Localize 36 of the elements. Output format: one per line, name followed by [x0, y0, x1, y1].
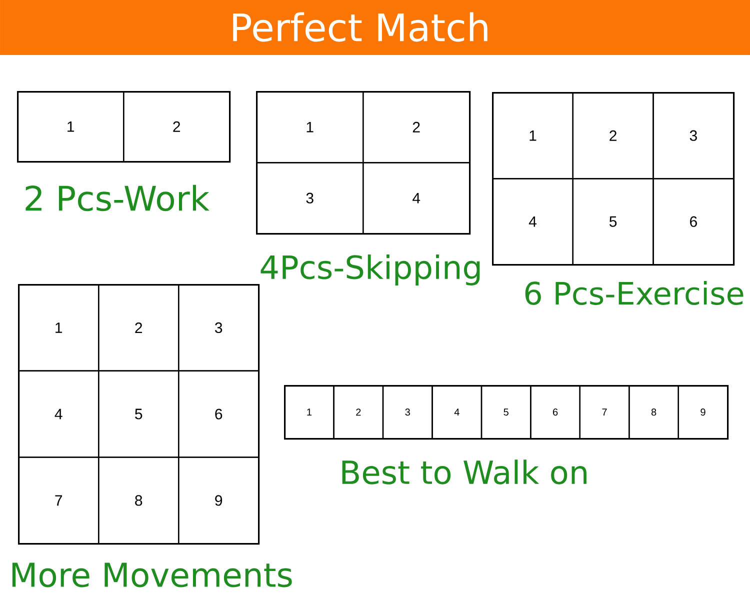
grid-heading: 6 Pcs-Exercise: [525, 281, 744, 305]
numbered-tile: 8: [98, 456, 180, 544]
title-banner: Perfect Match: [0, 0, 750, 55]
numbered-tile: 8: [628, 385, 679, 440]
numbered-tile: 9: [678, 385, 728, 440]
numbered-tile: 6: [530, 385, 580, 440]
grid-heading: Best to Walk on: [342, 460, 586, 484]
numbered-tile: 9: [178, 456, 260, 544]
numbered-tile: 5: [480, 385, 532, 440]
numbered-tile: 1: [284, 385, 334, 440]
numbered-tile: 5: [572, 178, 654, 266]
numbered-tile: 2: [98, 284, 180, 372]
numbered-tile: 3: [256, 162, 364, 234]
numbered-tile: 4: [18, 370, 100, 458]
grid-heading: 4Pcs-Skipping: [260, 254, 480, 286]
numbered-tile: 6: [652, 178, 734, 266]
numbered-tile: 6: [178, 370, 260, 458]
numbered-tile: 4: [362, 162, 470, 234]
numbered-tile: 2: [123, 91, 230, 162]
numbered-tile: 4: [492, 178, 574, 266]
numbered-tile: 1: [492, 92, 574, 180]
numbered-tile: 1: [256, 91, 364, 164]
numbered-tile: 4: [432, 385, 482, 440]
numbered-tile: 3: [178, 284, 260, 372]
numbered-tile: 1: [18, 284, 100, 372]
numbered-tile: 5: [98, 370, 180, 458]
numbered-tile: 3: [652, 92, 734, 180]
numbered-tile: 2: [362, 91, 470, 164]
numbered-tile: 2: [572, 92, 654, 180]
numbered-tile: 7: [579, 385, 630, 440]
numbered-tile: 1: [17, 91, 124, 162]
numbered-tile: 2: [333, 385, 384, 440]
grid-heading: More Movements: [12, 562, 292, 588]
numbered-tile: 3: [382, 385, 433, 440]
grid-heading: 2 Pcs-Work: [26, 184, 210, 212]
numbered-tile: 7: [18, 456, 100, 544]
